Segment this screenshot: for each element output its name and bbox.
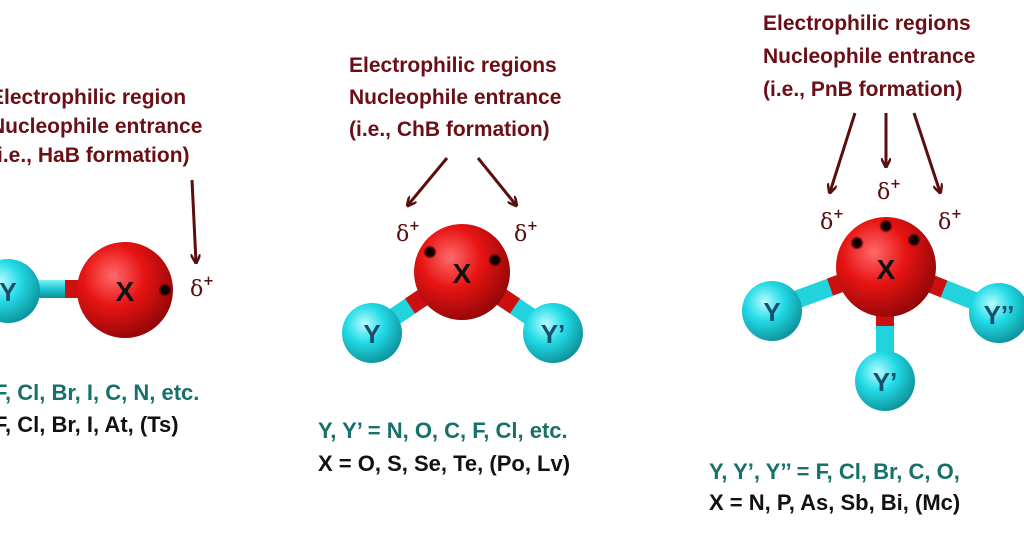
panel-hab: Electrophilic region Nucleophile entranc… bbox=[0, 86, 214, 437]
hab-delta-sign: + bbox=[203, 274, 214, 289]
pnb-delta-left: δ bbox=[820, 210, 833, 235]
chb-sigma-hole-left bbox=[423, 245, 437, 259]
pnb-arrow-left bbox=[830, 112, 857, 192]
pnb-delta-right: δ bbox=[938, 210, 951, 235]
chb-y-prime-atom bbox=[523, 303, 583, 363]
hab-header-line-2: Nucleophile entrance bbox=[0, 115, 202, 138]
chb-x-atom bbox=[414, 224, 510, 320]
pnb-sigma-hole-right bbox=[907, 233, 921, 247]
hab-y-list: F, Cl, Br, I, C, N, etc. bbox=[0, 380, 199, 405]
hab-x-list: F, Cl, Br, I, At, (Ts) bbox=[0, 412, 179, 437]
pnb-y-prime-label: Y’ bbox=[873, 367, 898, 397]
pnb-delta-center: δ bbox=[877, 180, 890, 205]
hab-sigma-hole bbox=[158, 283, 172, 297]
chb-y-list: Y, Y’ = N, O, C, F, Cl, etc. bbox=[318, 418, 568, 443]
pnb-y-list: Y, Y’, Y’’ = F, Cl, Br, C, O, bbox=[709, 459, 960, 484]
chb-delta-right: δ bbox=[514, 222, 527, 247]
hab-x-atom bbox=[77, 242, 173, 338]
pnb-x-label: X bbox=[877, 254, 896, 285]
chb-x-list: X = O, S, Se, Te, (Po, Lv) bbox=[318, 451, 570, 476]
pnb-header-line-2: Nucleophile entrance bbox=[763, 45, 975, 68]
hab-x-label: X bbox=[116, 276, 135, 307]
hab-y-atom bbox=[0, 259, 40, 323]
panel-pnb: Electrophilic regions Nucleophile entran… bbox=[709, 12, 1024, 515]
chb-y-atom bbox=[342, 303, 402, 363]
pnb-delta-center-sign: + bbox=[890, 177, 901, 192]
hab-header-line-3: (i.e., HaB formation) bbox=[0, 144, 190, 167]
pnb-delta-left-sign: + bbox=[833, 207, 844, 222]
pnb-sigma-hole-left bbox=[850, 236, 864, 250]
chb-sigma-hole-right bbox=[488, 253, 502, 267]
pnb-arrow-right bbox=[912, 112, 940, 192]
pnb-header-line-3: (i.e., PnB formation) bbox=[763, 78, 963, 101]
hab-y-label: Y bbox=[0, 277, 17, 307]
chb-arrow-left bbox=[408, 157, 449, 205]
panel-chb: Electrophilic regions Nucleophile entran… bbox=[318, 54, 583, 476]
chb-delta-right-sign: + bbox=[527, 219, 538, 234]
pnb-y-double-prime-label: Y’’ bbox=[984, 300, 1015, 330]
chb-y-prime-label: Y’ bbox=[541, 319, 566, 349]
pnb-x-list: X = N, P, As, Sb, Bi, (Mc) bbox=[709, 490, 960, 515]
pnb-y-prime-atom bbox=[855, 351, 915, 411]
pnb-header-line-1: Electrophilic regions bbox=[763, 12, 971, 35]
pnb-delta-right-sign: + bbox=[951, 207, 962, 222]
pnb-y-label: Y bbox=[763, 297, 780, 327]
chb-header-line-1: Electrophilic regions bbox=[349, 54, 557, 77]
chb-delta-left-sign: + bbox=[409, 219, 420, 234]
chb-header-line-2: Nucleophile entrance bbox=[349, 86, 561, 109]
chb-arrow-right bbox=[476, 157, 516, 205]
hab-arrow bbox=[190, 179, 196, 262]
pnb-sigma-hole-center bbox=[879, 219, 893, 233]
pnb-y-atom bbox=[742, 281, 802, 341]
chb-y-label: Y bbox=[363, 319, 380, 349]
chb-delta-left: δ bbox=[396, 222, 409, 247]
chb-header-line-3: (i.e., ChB formation) bbox=[349, 118, 550, 141]
chb-x-label: X bbox=[453, 258, 472, 289]
hab-header-line-1: Electrophilic region bbox=[0, 86, 186, 109]
pnb-y-double-prime-atom bbox=[969, 283, 1024, 343]
hab-delta: δ bbox=[190, 277, 203, 302]
